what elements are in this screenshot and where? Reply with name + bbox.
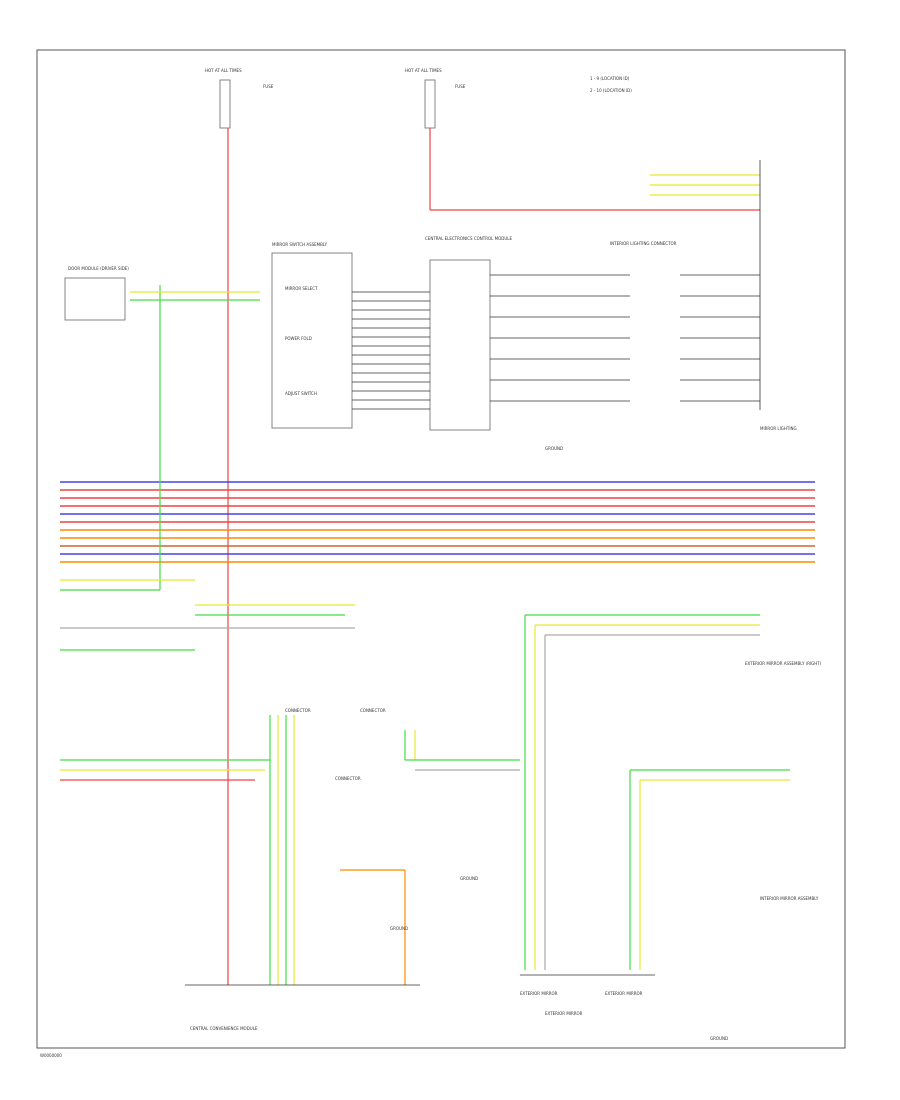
center-module <box>429 259 491 431</box>
wires <box>60 128 815 986</box>
connector-block-label: INTERIOR LIGHTING CONNECTOR <box>610 241 677 246</box>
ground-top: GROUND <box>545 446 563 451</box>
fuse-left-supply: HOT AT ALL TIMES <box>205 68 242 73</box>
note-2: 2 - 10 (LOCATION ID) <box>590 88 632 93</box>
fuse-left: HOT AT ALL TIMES FUSE <box>205 68 274 129</box>
switch-block-label: MIRROR SWITCH ASSEMBLY <box>272 242 328 247</box>
door-module-label: DOOR MODULE (DRIVER SIDE) <box>68 266 129 271</box>
right-header: EXTERIOR MIRROR ASSEMBLY (RIGHT) <box>745 661 822 666</box>
switch-item-1: MIRROR SELECT <box>285 286 318 291</box>
diagram-frame <box>36 49 846 1049</box>
mid-connector2: CONNECTOR <box>335 776 361 781</box>
switch-item-3: ADJUST SWITCH <box>285 391 317 396</box>
ground-lower: GROUND <box>390 926 408 931</box>
note-1: 1 - 9 (LOCATION ID) <box>590 76 630 81</box>
switch-block <box>271 252 353 429</box>
center-module-label: CENTRAL ELECTRONICS CONTROL MODULE <box>425 236 512 241</box>
door-module <box>64 277 126 321</box>
fuse-right-label: FUSE <box>455 84 466 89</box>
ground-lower-right: GROUND <box>710 1036 728 1041</box>
bottom-left-module: CENTRAL CONVENIENCE MODULE <box>190 1026 258 1031</box>
page-code: W0000000 <box>40 1053 62 1058</box>
far-right-label: MIRROR LIGHTING <box>760 426 797 431</box>
fuse-left-box <box>219 79 231 129</box>
mid-connector: CONNECTOR <box>360 708 386 713</box>
left-connector: CONNECTOR <box>285 708 311 713</box>
bottom-center: EXTERIOR MIRROR <box>545 1011 583 1016</box>
fuse-right-supply: HOT AT ALL TIMES <box>405 68 442 73</box>
bottom-right-right: EXTERIOR MIRROR <box>605 991 643 996</box>
fuse-right-box <box>424 79 436 129</box>
fuse-left-label: FUSE <box>263 84 274 89</box>
right-bottom: INTERIOR MIRROR ASSEMBLY <box>760 896 819 901</box>
fuse-right: HOT AT ALL TIMES FUSE <box>405 68 466 129</box>
ground-mid: GROUND <box>460 876 478 881</box>
switch-item-2: POWER FOLD <box>285 336 312 341</box>
bottom-right-left: EXTERIOR MIRROR <box>520 991 558 996</box>
